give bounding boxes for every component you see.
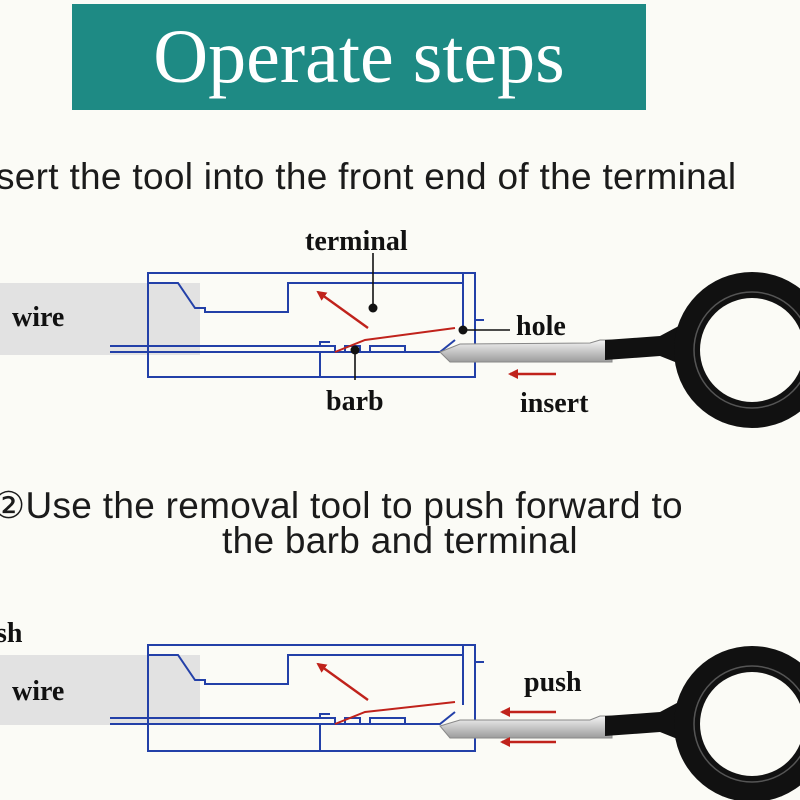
terminal-housing bbox=[147, 644, 476, 752]
barb-spring bbox=[334, 327, 456, 353]
terminal-crimp-outline bbox=[148, 282, 463, 313]
wire-insulation bbox=[0, 283, 200, 355]
terminal-contact bbox=[110, 711, 456, 725]
terminal-crimp-outline bbox=[148, 654, 463, 685]
terminal-label: terminal bbox=[305, 226, 408, 257]
insert-label: insert bbox=[520, 388, 589, 419]
terminal-housing bbox=[147, 272, 476, 378]
hole-label: hole bbox=[516, 311, 566, 342]
wire-label: wire bbox=[12, 302, 64, 333]
tool-shaft bbox=[605, 320, 690, 368]
step-1-instruction: sert the tool into the front end of the … bbox=[0, 156, 737, 197]
lift-arrow bbox=[316, 290, 369, 329]
tool-needle bbox=[439, 715, 613, 739]
step-2-diagram: sh wire push bbox=[0, 618, 800, 800]
page-title: Operate steps bbox=[153, 15, 565, 99]
barb-spring bbox=[334, 701, 456, 725]
tool-shaft bbox=[605, 696, 690, 744]
step-2-instruction-line-2: the barb and terminal bbox=[222, 520, 578, 561]
wire-label: wire bbox=[12, 676, 64, 707]
barb-label: barb bbox=[326, 386, 384, 417]
title-banner: Operate steps bbox=[72, 4, 646, 110]
tool-needle bbox=[439, 339, 613, 363]
step-1-diagram: wire terminal hole barb insert bbox=[0, 226, 800, 428]
wire-insulation bbox=[0, 655, 200, 725]
push-label: push bbox=[524, 667, 582, 698]
cropped-edge-label: sh bbox=[0, 618, 23, 649]
step-2-instruction-line-1: ②Use the removal tool to push forward to bbox=[0, 485, 683, 526]
lift-arrow bbox=[316, 662, 369, 701]
